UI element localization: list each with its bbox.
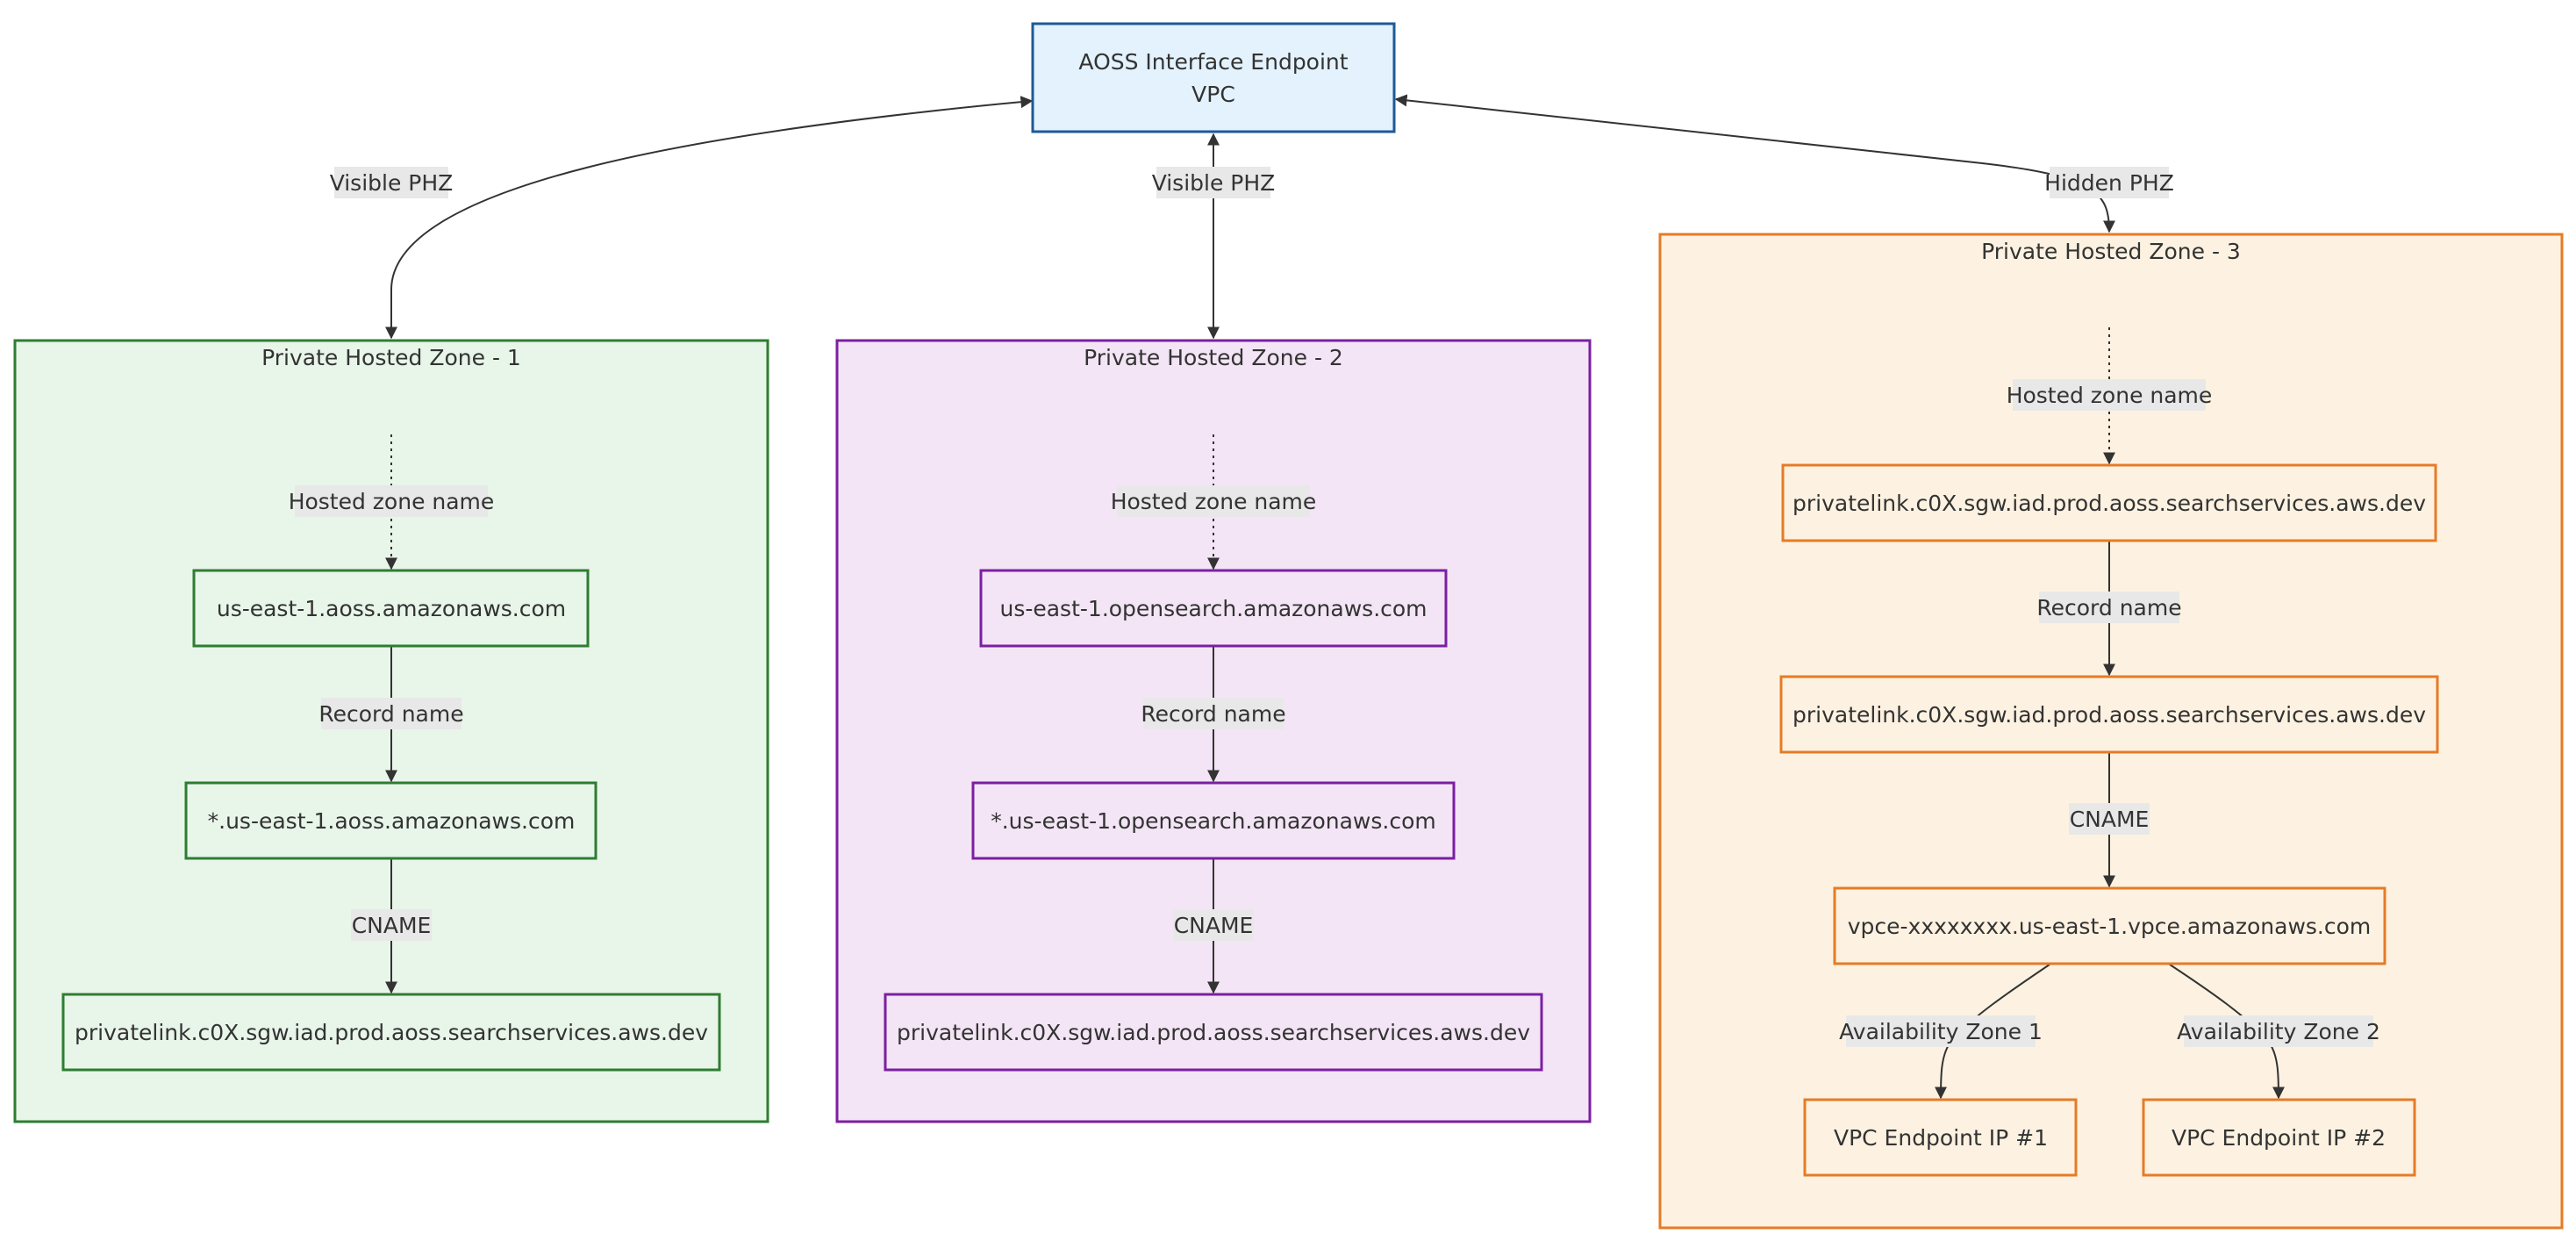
node-label: VPC Endpoint IP #2 [2172, 1125, 2386, 1151]
node-box [884, 993, 1543, 1072]
node-label: privatelink.c0X.sgw.iad.prod.aoss.search… [1792, 702, 2426, 728]
z1-cname-node: privatelink.c0X.sgw.iad.prod.aoss.search… [61, 993, 721, 1072]
node-box [971, 781, 1456, 860]
z3-record-node: privatelink.c0X.sgw.iad.prod.aoss.search… [1779, 675, 2439, 754]
node-box [2142, 1098, 2416, 1177]
node-box [192, 569, 590, 648]
edge-label-z2-hosted-zone: Hosted zone name [1111, 485, 1317, 517]
edge-label-text: Hosted zone name [1111, 489, 1317, 514]
edge-label-text: Record name [318, 701, 463, 727]
z3-ip2-node: VPC Endpoint IP #2 [2142, 1098, 2416, 1177]
edge-label-zone-2-link: Visible PHZ [1152, 167, 1276, 198]
edge-label-z2-cname: CNAME [1173, 909, 1254, 941]
edge-label-bg [321, 698, 462, 729]
z1-record-node: *.us-east-1.aoss.amazonaws.com [184, 781, 597, 860]
edge-label-text: CNAME [2070, 807, 2150, 832]
edge-label-bg [334, 167, 448, 198]
edge-label-z1-hosted-zone: Hosted zone name [289, 485, 495, 517]
z1-hosted-zone-node: us-east-1.aoss.amazonaws.com [192, 569, 590, 648]
edge-endpoint-zone-1 [385, 96, 1034, 340]
edge-label-text: Visible PHZ [330, 170, 454, 196]
node-box [1833, 886, 2386, 965]
node-label: *.us-east-1.opensearch.amazonaws.com [991, 808, 1436, 834]
edge-label-bg [1156, 167, 1270, 198]
node-box [979, 569, 1448, 648]
edge-label-text: Visible PHZ [1152, 170, 1276, 196]
edge-label-text: Hosted zone name [2007, 383, 2213, 408]
edge-label-text: Availability Zone 2 [2177, 1019, 2380, 1044]
edge-label-text: Hosted zone name [289, 489, 495, 514]
edge-label-bg [2050, 167, 2169, 198]
node-label: vpce-xxxxxxxx.us-east-1.vpce.amazonaws.c… [1848, 914, 2372, 939]
node-label: *.us-east-1.aoss.amazonaws.com [208, 808, 576, 834]
edge-label-z3-az1: Availability Zone 1 [1839, 1015, 2043, 1047]
edge-label-text: Availability Zone 1 [1839, 1019, 2043, 1044]
edge-label-text: Record name [2036, 595, 2181, 620]
edge-label-z3-record: Record name [2036, 592, 2182, 623]
z2-cname-node: privatelink.c0X.sgw.iad.prod.aoss.search… [884, 993, 1543, 1072]
node-label: privatelink.c0X.sgw.iad.prod.aoss.search… [1792, 491, 2426, 516]
edge-label-text: CNAME [1174, 913, 1254, 938]
edge-label-bg [1173, 909, 1254, 941]
aoss-endpoint-title: AOSS Interface Endpoint [1078, 49, 1348, 75]
z3-cname-node: vpce-xxxxxxxx.us-east-1.vpce.amazonaws.c… [1833, 886, 2386, 965]
edge-label-bg [2184, 1015, 2373, 1047]
aoss-endpoint-box [1031, 22, 1396, 133]
zone-2-title: Private Hosted Zone - 2 [1084, 345, 1343, 370]
aoss-endpoint-node: AOSS Interface Endpoint VPC [1031, 22, 1396, 133]
edge-label-bg [1117, 485, 1310, 517]
node-box [184, 781, 597, 860]
edge-label-text: CNAME [352, 913, 432, 938]
edge-label-bg [295, 485, 488, 517]
edge-label-bg [1846, 1015, 2036, 1047]
edge-label-z3-cname: CNAME [2069, 803, 2150, 835]
aoss-endpoint-subtitle: VPC [1191, 82, 1235, 107]
edge-label-text: Hidden PHZ [2044, 170, 2174, 196]
edge-label-z1-record: Record name [318, 698, 464, 729]
zone-3-title: Private Hosted Zone - 3 [1981, 239, 2241, 264]
edge-label-zone-3-link: Hidden PHZ [2044, 167, 2174, 198]
z3-hosted-zone-node: privatelink.c0X.sgw.iad.prod.aoss.search… [1781, 463, 2437, 542]
node-box [61, 993, 721, 1072]
edge-label-bg [2013, 379, 2206, 411]
node-label: VPC Endpoint IP #1 [1834, 1125, 2048, 1151]
edge-label-bg [351, 909, 432, 941]
edge-label-text: Record name [1141, 701, 1285, 727]
node-box [1779, 675, 2439, 754]
edge-label-bg [2039, 592, 2179, 623]
node-label: privatelink.c0X.sgw.iad.prod.aoss.search… [897, 1020, 1530, 1045]
edge-label-z3-hosted-zone: Hosted zone name [2007, 379, 2213, 411]
node-label: us-east-1.aoss.amazonaws.com [217, 596, 566, 621]
zone-1-title: Private Hosted Zone - 1 [261, 345, 521, 370]
edge-label-bg [2069, 803, 2150, 835]
edge-endpoint-zone-3 [1394, 94, 2115, 233]
edge-label-z1-cname: CNAME [351, 909, 432, 941]
edge-label-zone-1-link: Visible PHZ [330, 167, 454, 198]
z3-ip1-node: VPC Endpoint IP #1 [1803, 1098, 2078, 1177]
edge-label-z3-az2: Availability Zone 2 [2177, 1015, 2380, 1047]
node-label: privatelink.c0X.sgw.iad.prod.aoss.search… [75, 1020, 708, 1045]
z2-record-node: *.us-east-1.opensearch.amazonaws.com [971, 781, 1456, 860]
edge-label-z2-record: Record name [1141, 698, 1286, 729]
edge-label-bg [1143, 698, 1284, 729]
node-label: us-east-1.opensearch.amazonaws.com [999, 596, 1427, 621]
node-box [1803, 1098, 2078, 1177]
z2-hosted-zone-node: us-east-1.opensearch.amazonaws.com [979, 569, 1448, 648]
node-box [1781, 463, 2437, 542]
